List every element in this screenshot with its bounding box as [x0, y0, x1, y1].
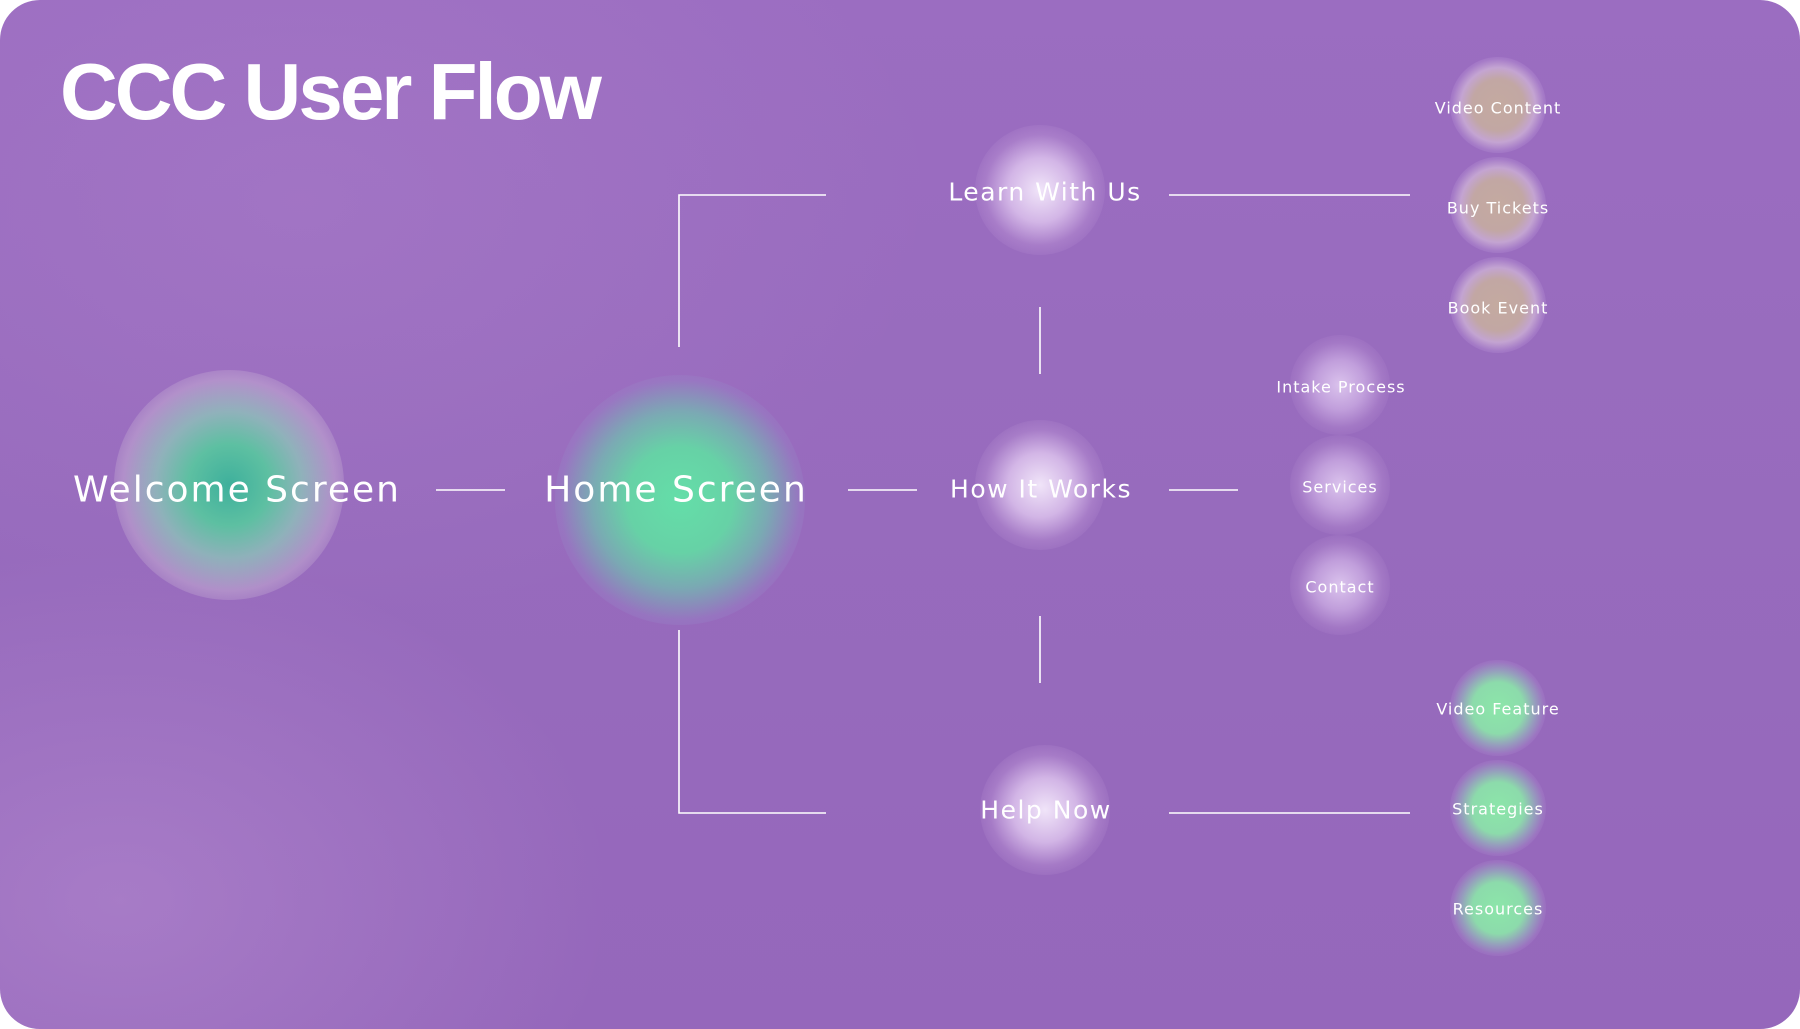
node-contact: Contact: [1305, 577, 1375, 597]
connector-home-learn: [678, 194, 826, 347]
node-book-event: Book Event: [1447, 298, 1549, 318]
node-welcome-screen: Welcome Screen: [73, 469, 401, 511]
node-services: Services: [1302, 477, 1378, 497]
node-resources: Resources: [1452, 899, 1544, 919]
page-title: CCC User Flow: [60, 47, 602, 136]
connector-home-help: [678, 630, 826, 814]
node-help-now: Help Now: [980, 795, 1112, 825]
node-video-feature: Video Feature: [1436, 699, 1560, 719]
node-video-content: Video Content: [1434, 98, 1562, 118]
node-strategies: Strategies: [1452, 799, 1544, 819]
node-home-screen: Home Screen: [544, 469, 808, 511]
node-intake-process: Intake Process: [1276, 377, 1406, 397]
node-how-it-works: How It Works: [950, 474, 1132, 504]
node-learn-with-us: Learn With Us: [948, 177, 1142, 207]
node-buy-tickets: Buy Tickets: [1446, 198, 1550, 218]
